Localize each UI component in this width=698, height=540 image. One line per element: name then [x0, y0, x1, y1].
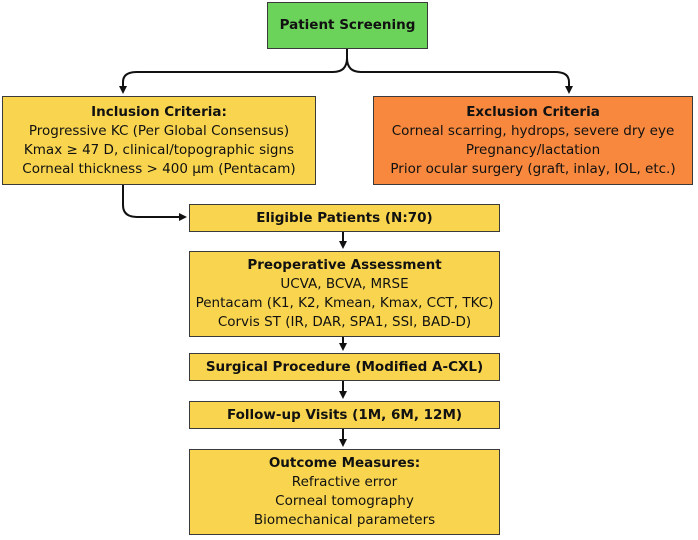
connector-screening-exclusion — [346, 57, 573, 94]
surgical-procedure-title: Surgical Procedure (Modified A-CXL) — [205, 358, 484, 375]
outcome-measures-box: Outcome Measures: Refractive error Corne… — [189, 449, 500, 535]
exclusion-item: Prior ocular surgery (graft, inlay, IOL,… — [390, 160, 676, 177]
inclusion-item: Kmax ≥ 47 D, clinical/topographic signs — [23, 141, 295, 158]
preop-item: UCVA, BCVA, MRSE — [280, 276, 409, 292]
outcome-item: Biomechanical parameters — [253, 512, 436, 528]
preoperative-assessment-box: Preoperative Assessment UCVA, BCVA, MRSE… — [189, 251, 500, 337]
preop-item: Pentacam (K1, K2, Kmean, Kmax, CCT, TKC) — [195, 295, 494, 311]
eligible-patients-box: Eligible Patients (N:70) — [189, 204, 500, 232]
exclusion-item: Corneal scarring, hydrops, severe dry ey… — [391, 122, 675, 139]
eligible-patients-title: Eligible Patients (N:70) — [256, 209, 433, 226]
inclusion-item: Corneal thickness > 400 μm (Pentacam) — [22, 160, 296, 177]
preoperative-assessment-title: Preoperative Assessment — [247, 257, 442, 273]
patient-screening-title: Patient Screening — [279, 17, 416, 33]
inclusion-criteria-title: Inclusion Criteria: — [91, 103, 227, 120]
inclusion-criteria-box: Inclusion Criteria: Progressive KC (Per … — [2, 96, 316, 185]
outcome-item: Corneal tomography — [275, 493, 414, 509]
exclusion-item: Pregnancy/lactation — [465, 141, 601, 158]
surgical-procedure-box: Surgical Procedure (Modified A-CXL) — [189, 353, 500, 381]
connector-inclusion-eligible — [122, 185, 187, 221]
follow-up-visits-title: Follow-up Visits (1M, 6M, 12M) — [226, 406, 463, 423]
preop-item: Corvis ST (IR, DAR, SPA1, SSI, BAD-D) — [217, 314, 472, 330]
connector-screening-split — [119, 49, 348, 94]
outcome-item: Refractive error — [291, 474, 398, 490]
inclusion-item: Progressive KC (Per Global Consensus) — [28, 122, 290, 139]
follow-up-visits-box: Follow-up Visits (1M, 6M, 12M) — [189, 401, 500, 429]
patient-screening-box: Patient Screening — [267, 2, 428, 49]
outcome-measures-title: Outcome Measures: — [268, 455, 421, 471]
exclusion-criteria-title: Exclusion Criteria — [466, 103, 600, 120]
exclusion-criteria-box: Exclusion Criteria Corneal scarring, hyd… — [373, 96, 693, 185]
